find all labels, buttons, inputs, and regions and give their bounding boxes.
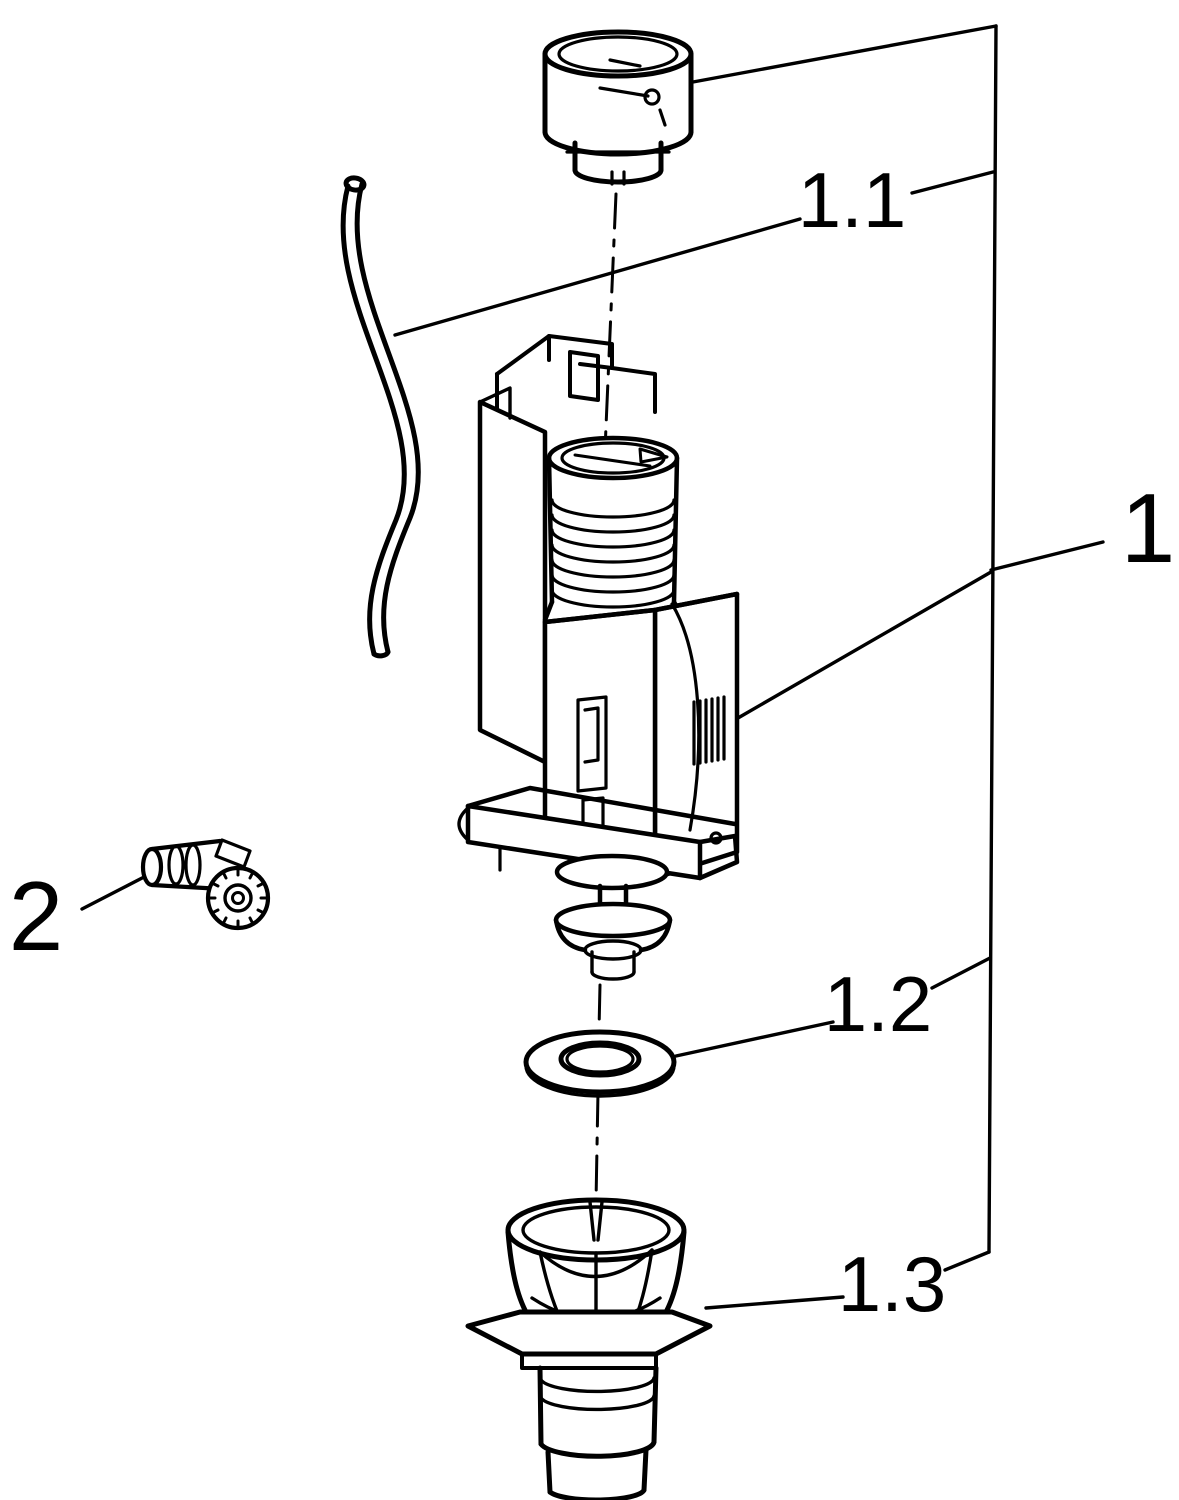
callout-1-3: 1.3 — [837, 1240, 947, 1328]
overflow-hose-drawing — [340, 175, 421, 659]
flush-valve-cap-drawing — [542, 29, 694, 186]
connector-part-drawing — [140, 838, 271, 931]
seal-washer-drawing — [523, 1029, 677, 1098]
callout-1: 1 — [1120, 473, 1176, 583]
center-axis-line — [594, 192, 618, 1204]
callout-1-1: 1.1 — [797, 156, 907, 244]
callout-2: 2 — [8, 861, 64, 971]
flush-valve-body-drawing — [457, 334, 740, 981]
leader-lines — [80, 24, 1105, 1310]
callout-1-2: 1.2 — [823, 960, 933, 1048]
valve-base-drawing — [465, 1197, 713, 1500]
